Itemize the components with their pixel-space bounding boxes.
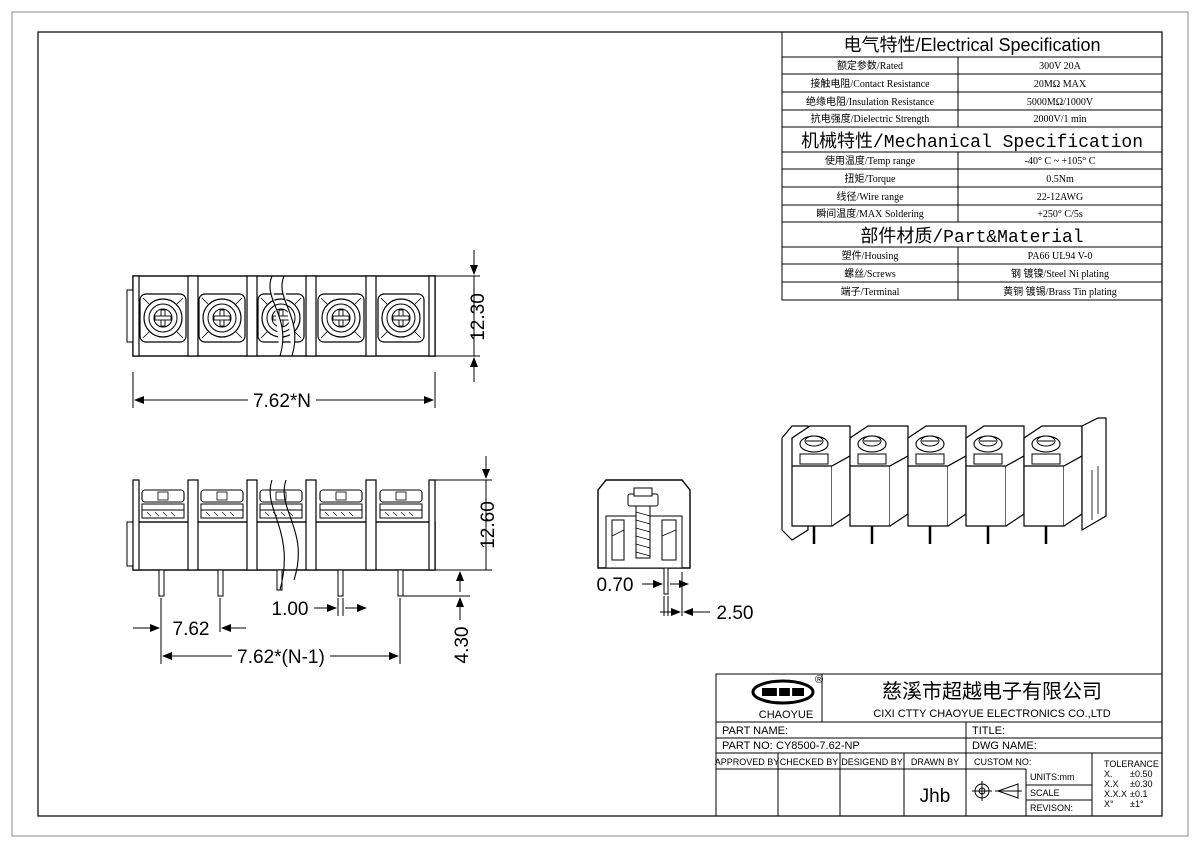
company-name-en: CIXI CTTY CHAOYUE ELECTRONICS CO.,LTD: [873, 708, 1110, 720]
tolerance-key: X.: [1104, 769, 1113, 779]
tolerance-key: X.X: [1104, 779, 1119, 789]
spec-label-dielectric-strength: 抗电强度/Dielectric Strength: [811, 112, 930, 125]
spec-value-terminal: 黄铜 镀锡/Brass Tin plating: [1003, 285, 1117, 298]
custom-no-label: CUSTOM NO:: [974, 757, 1031, 767]
part-no-value: CY8500-7.62-NP: [776, 740, 860, 752]
tolerance-key: X.X.X: [1104, 789, 1127, 799]
tolerance-value: ±0.50: [1130, 769, 1152, 779]
drawn-by-label: DRAWN BY: [911, 757, 959, 767]
part-no-label: PART NO:: [722, 740, 773, 752]
front-view-dimensions: [133, 456, 492, 664]
spec-label-screws: 螺丝/Screws: [844, 268, 896, 280]
checked-by-label: CHECKED BY: [780, 757, 839, 767]
mechanical-spec-title: 机械特性/Mechanical Specification: [801, 131, 1143, 153]
tolerance-key: X°: [1104, 799, 1114, 809]
top-view: [126, 275, 436, 357]
spec-label-housing: 塑件/Housing: [842, 250, 899, 262]
dim-pin-width: 1.00: [272, 599, 309, 620]
tolerance-value: ±0.1: [1130, 789, 1147, 799]
company-name-cn: 慈溪市超越电子有限公司: [882, 679, 1102, 703]
units-label: UNITS:mm: [1030, 772, 1075, 782]
spec-value-wire-range: 22-12AWG: [1037, 192, 1083, 203]
spec-value-insulation-resistance: 5000MΩ/1000V: [1027, 97, 1094, 108]
spec-value-contact-resistance: 20MΩ MAX: [1034, 79, 1087, 90]
sheet-outer-frame: [11, 11, 1189, 837]
dim-side-offset: 0.70: [597, 575, 634, 596]
dim-top-height: 12.30: [468, 293, 489, 341]
revision-label: REVISON:: [1030, 803, 1073, 813]
dim-pin-span: 7.62*(N-1): [237, 647, 325, 668]
spec-label-wire-range: 线径/Wire range: [836, 190, 904, 203]
dim-pin-length: 4.30: [452, 627, 473, 664]
sheet-inner-frame: [37, 31, 1163, 817]
dim-pitch: 7.62: [173, 619, 210, 640]
isometric-view: [781, 417, 1107, 546]
spec-label-terminal: 端子/Terminal: [841, 285, 900, 298]
specification-table: [781, 31, 1163, 301]
spec-label-insulation-resistance: 绝缘电阻/Insulation Resistance: [806, 95, 935, 108]
tolerance-value: ±1°: [1130, 799, 1144, 809]
spec-value-dielectric-strength: 2000V/1 min: [1033, 114, 1086, 125]
title-block: [715, 673, 1163, 817]
approved-by-label: APPROVED BY: [715, 757, 780, 767]
spec-label-contact-resistance: 接触电阻/Contact Resistance: [810, 77, 930, 90]
spec-value-torque: 0.5Nm: [1046, 174, 1074, 185]
part-name-label: PART NAME:: [722, 725, 788, 737]
tolerance-value: ±0.30: [1130, 779, 1152, 789]
front-view: [126, 479, 436, 597]
spec-value-temp-range: -40° C ~ +105° C: [1025, 156, 1096, 167]
material-spec-title: 部件材质/Part&Material: [860, 226, 1083, 248]
spec-label-temp-range: 使用温度/Temp range: [825, 154, 916, 167]
dim-top-width: 7.62*N: [253, 391, 311, 412]
drawn-by-value: Jhb: [920, 786, 951, 807]
brand-name: CHAOYUE: [759, 709, 813, 721]
dim-front-height: 12.60: [478, 501, 499, 549]
dim-side-pin: 2.50: [717, 603, 754, 624]
designed-by-label: DESIGEND BY: [841, 757, 903, 767]
brand-logo-icon: [751, 679, 815, 705]
tolerance-title: TOLERANCE: [1104, 759, 1159, 769]
side-view-dimensions: [642, 572, 710, 616]
dwg-name-label: DWG NAME:: [972, 740, 1037, 752]
break-line: [269, 275, 296, 357]
spec-value-housing: PA66 UL94 V-0: [1028, 251, 1093, 262]
top-view-dimensions: [132, 250, 480, 408]
spec-value-screws: 钢 镀镍/Steel Ni plating: [1011, 267, 1109, 280]
title-label: TITLE:: [972, 725, 1005, 737]
electrical-spec-title: 电气特性/Electrical Specification: [843, 35, 1100, 55]
side-view: [597, 479, 691, 595]
spec-label-rated: 额定参数/Rated: [837, 59, 903, 72]
spec-value-max-soldering: +250° C/5s: [1037, 209, 1083, 220]
spec-value-rated: 300V 20A: [1039, 61, 1082, 72]
projection-symbol-icon: [972, 781, 1022, 801]
spec-label-torque: 扭矩/Torque: [845, 172, 897, 185]
scale-label: SCALE: [1030, 788, 1060, 798]
spec-label-max-soldering: 瞬间温度/MAX Soldering: [816, 207, 924, 220]
registered-mark: ®: [815, 674, 823, 686]
